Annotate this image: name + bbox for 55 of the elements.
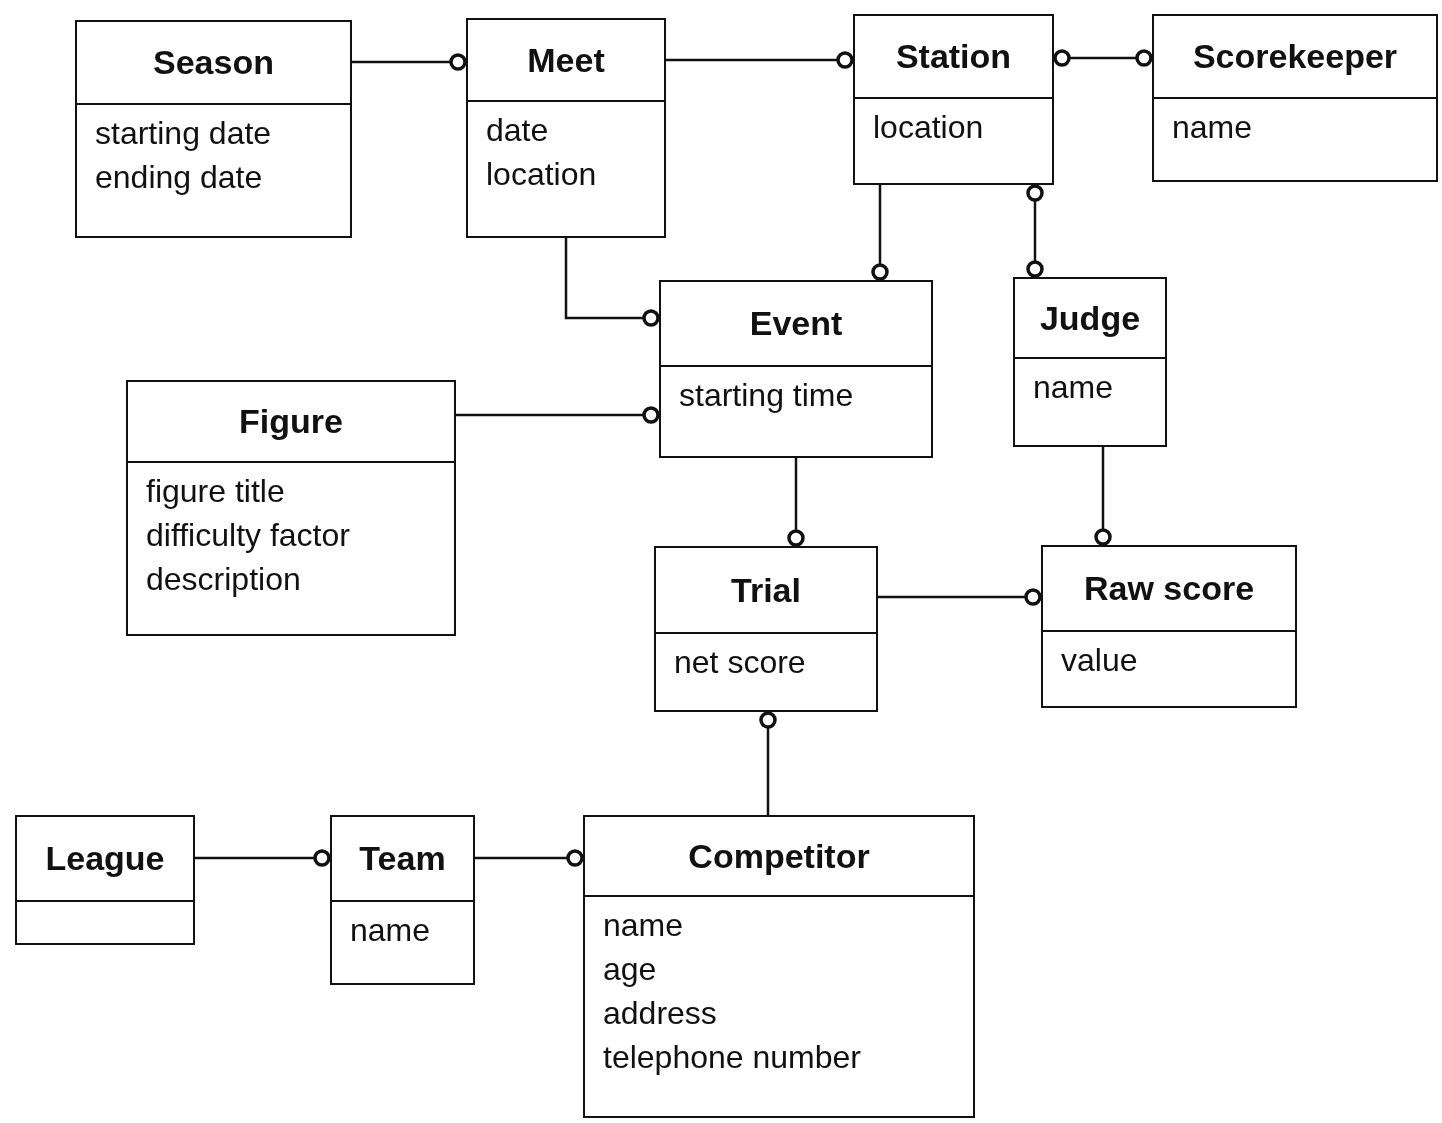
attribute-text: ending date [95, 158, 264, 197]
class-box [1152, 14, 1438, 182]
class-name: Scorekeeper [1192, 37, 1398, 76]
attribute-text: starting date [95, 114, 273, 153]
association-line [759, 711, 777, 815]
association-line [787, 458, 805, 547]
attribute-text: name [1033, 368, 1115, 407]
attribute-text: age [603, 950, 658, 989]
attribute-text: name [350, 911, 432, 950]
class-box [1041, 545, 1297, 708]
attribute-text: name [1172, 108, 1254, 147]
attribute-text: starting time [679, 376, 855, 415]
attribute-text: address [603, 994, 718, 1033]
attribute-text: telephone number [603, 1038, 862, 1077]
class-box [126, 380, 456, 636]
class-name: Trial [731, 570, 801, 610]
association-line [666, 51, 854, 69]
class-name: League [45, 839, 165, 878]
association-line [475, 849, 584, 867]
class-name: Raw score [1083, 569, 1255, 608]
association-line [1026, 184, 1044, 278]
attribute-text: difficulty factor [146, 516, 351, 555]
association-line [564, 238, 660, 327]
class-box [1013, 277, 1167, 447]
association-line [878, 588, 1042, 606]
class-name: Team [359, 839, 446, 878]
class-box [466, 18, 666, 238]
class-name: Figure [239, 402, 343, 441]
association-line [871, 185, 889, 281]
association-line [1094, 447, 1112, 546]
class-name: Event [749, 304, 843, 343]
attribute-text: location [873, 108, 985, 147]
class-name: Season [153, 43, 274, 82]
attribute-text: name [603, 906, 685, 945]
class-box [654, 546, 878, 712]
attribute-text: date [486, 111, 550, 150]
association-line [352, 53, 467, 71]
attribute-text: location [486, 155, 598, 194]
attribute-text: figure title [146, 472, 286, 511]
attribute-text: net score [674, 643, 807, 682]
class-box [583, 815, 975, 1118]
association-line [456, 406, 660, 424]
class-box [659, 280, 933, 458]
class-name: Station [895, 37, 1012, 76]
attribute-text: description [146, 560, 302, 599]
attribute-text: value [1061, 641, 1139, 680]
class-name: Judge [1039, 298, 1141, 338]
class-box [75, 20, 352, 238]
class-box [15, 815, 195, 945]
association-line [1053, 49, 1153, 67]
association-line [195, 849, 331, 867]
class-name: Meet [527, 40, 605, 80]
class-name: Competitor [688, 836, 870, 876]
class-box [330, 815, 475, 985]
class-box [853, 14, 1054, 185]
